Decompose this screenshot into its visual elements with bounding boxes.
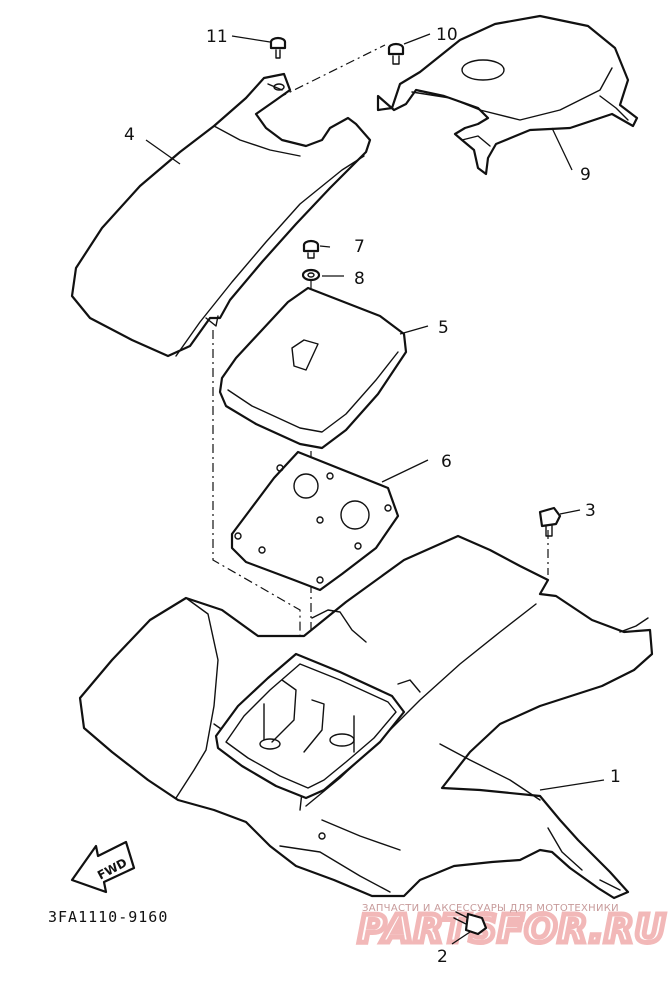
callout-7: 7 (354, 237, 365, 257)
part-1-rear-fender (78, 534, 654, 900)
bolt-3 (538, 506, 562, 537)
part-6-gasket (230, 450, 400, 592)
alignment-line-top (277, 44, 386, 99)
watermark-logo: PARTSFOR.RU (358, 907, 666, 951)
watermark: PARTSFOR.RU ЗАПЧАСТИ И АКСЕССУАРЫ ДЛЯ МО… (356, 903, 668, 954)
bolt-2 (453, 911, 488, 936)
callout-1: 1 (610, 767, 621, 787)
callout-9: 9 (580, 165, 591, 185)
callout-11: 11 (206, 27, 228, 47)
callout-3: 3 (585, 501, 596, 521)
callout-6: 6 (441, 452, 452, 472)
part-9-rear-flap (376, 14, 639, 176)
callout-10: 10 (436, 25, 458, 45)
callout-8: 8 (354, 269, 365, 289)
bolt-11 (269, 36, 287, 59)
bolt-7 (302, 239, 320, 259)
callout-4: 4 (124, 125, 135, 145)
bolt-10 (387, 42, 405, 65)
alignment-line-left (212, 330, 301, 780)
forward-direction-arrow: FWD (70, 840, 136, 894)
callouts: 1 2 3 4 5 6 7 8 9 10 11 (124, 25, 621, 967)
part-4-rear-cover (70, 72, 372, 358)
diagram-code: 3FA1110-9160 (48, 908, 168, 926)
callout-5: 5 (438, 318, 449, 338)
leader-lines (145, 33, 605, 945)
watermark-tagline: ЗАПЧАСТИ И АКСЕССУАРЫ ДЛЯ МОТОТЕХНИКИ (362, 903, 619, 914)
callout-2: 2 (437, 947, 448, 967)
fasteners (269, 36, 562, 936)
part-5-box-lid (218, 286, 408, 450)
washer-8 (301, 268, 321, 282)
